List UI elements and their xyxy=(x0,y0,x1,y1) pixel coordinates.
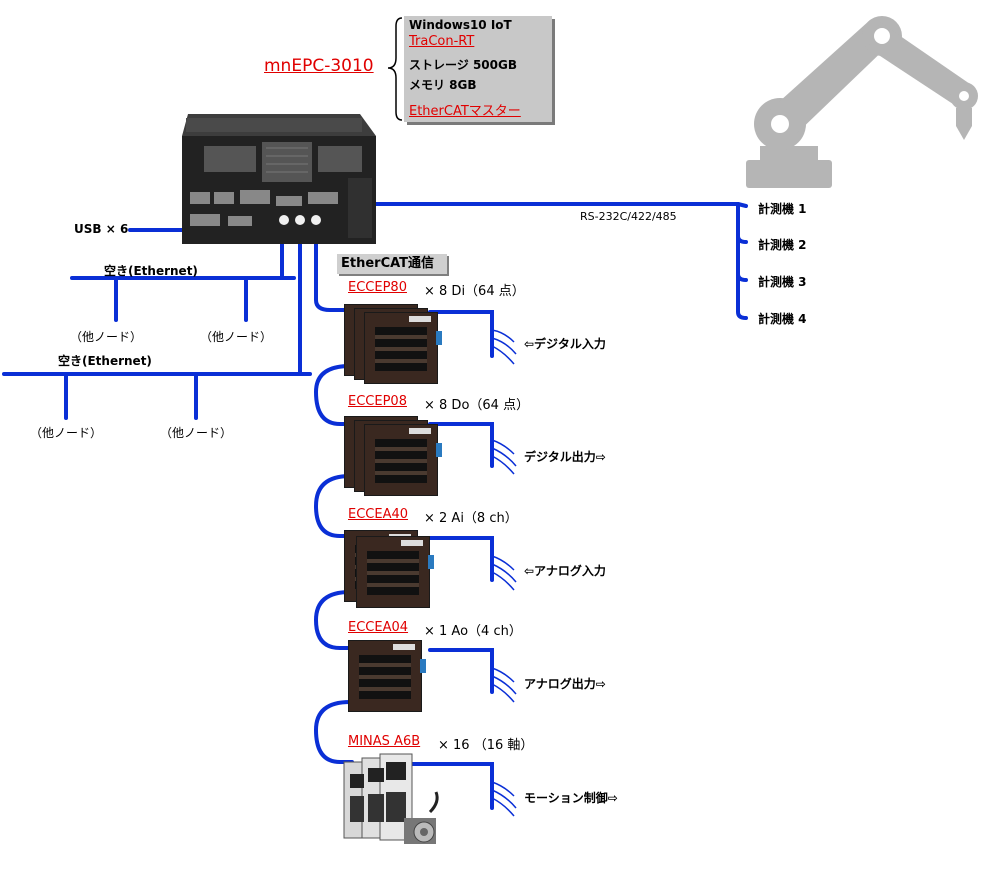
other-node-label: （他ノード） xyxy=(70,330,143,344)
spec-master-link[interactable]: EtherCATマスター xyxy=(409,104,521,119)
module-desc: × 2 Ai（8 ch） xyxy=(424,511,518,526)
module-image-eccea04 xyxy=(344,638,440,718)
spec-memory: メモリ 8GB xyxy=(409,78,477,92)
spec-storage: ストレージ 500GB xyxy=(409,58,517,72)
ethernet-port-label: 空き(Ethernet) xyxy=(58,354,152,368)
module-link-eccep08[interactable]: ECCEP08 xyxy=(348,394,407,409)
module-io-label: デジタル出力⇨ xyxy=(524,450,606,464)
module-link-minas-a6b[interactable]: MINAS A6B xyxy=(348,734,421,749)
instrument-label: 計測機 2 xyxy=(758,238,807,252)
module-link-eccea40[interactable]: ECCEA40 xyxy=(348,507,409,522)
module-desc: × 1 Ao（4 ch） xyxy=(424,624,522,639)
other-node-label: （他ノード） xyxy=(30,426,103,440)
spec-os: Windows10 IoT xyxy=(409,18,512,32)
servo-drive-image xyxy=(340,752,460,848)
ethernet-port-label: 空き(Ethernet) xyxy=(104,264,198,278)
module-link-eccep80[interactable]: ECCEP80 xyxy=(348,280,407,295)
ethercat-tag: EtherCAT通信 xyxy=(337,254,447,274)
other-node-label: （他ノード） xyxy=(200,330,273,344)
controller-pc-image xyxy=(180,106,376,244)
spec-rt-link[interactable]: TraCon-RT xyxy=(409,34,475,49)
module-io-label: ⇦アナログ入力 xyxy=(524,564,606,578)
module-io-label: ⇦デジタル入力 xyxy=(524,337,606,351)
instrument-label: 計測機 4 xyxy=(758,312,807,326)
serial-label: RS-232C/422/485 xyxy=(580,210,677,223)
instrument-label: 計測機 3 xyxy=(758,275,807,289)
module-image-eccea40 xyxy=(344,526,440,614)
module-desc: × 16 （16 軸） xyxy=(438,738,534,753)
controller-model-link[interactable]: mnEPC-3010 xyxy=(264,56,374,76)
module-desc: × 8 Di（64 点） xyxy=(424,284,525,299)
module-io-label: アナログ出力⇨ xyxy=(524,677,606,691)
robot-arm-image xyxy=(746,16,978,188)
module-io-label: モーション制御⇨ xyxy=(524,791,618,805)
instrument-label: 計測機 1 xyxy=(758,202,807,216)
module-image-eccep80 xyxy=(344,300,442,388)
controller-spec-box: Windows10 IoT TraCon-RT ストレージ 500GB メモリ … xyxy=(404,16,552,122)
usb-label: USB × 6 xyxy=(74,222,129,236)
module-desc: × 8 Do（64 点） xyxy=(424,398,530,413)
module-image-eccep08 xyxy=(344,412,442,500)
other-node-label: （他ノード） xyxy=(160,426,233,440)
module-link-eccea04[interactable]: ECCEA04 xyxy=(348,620,409,635)
